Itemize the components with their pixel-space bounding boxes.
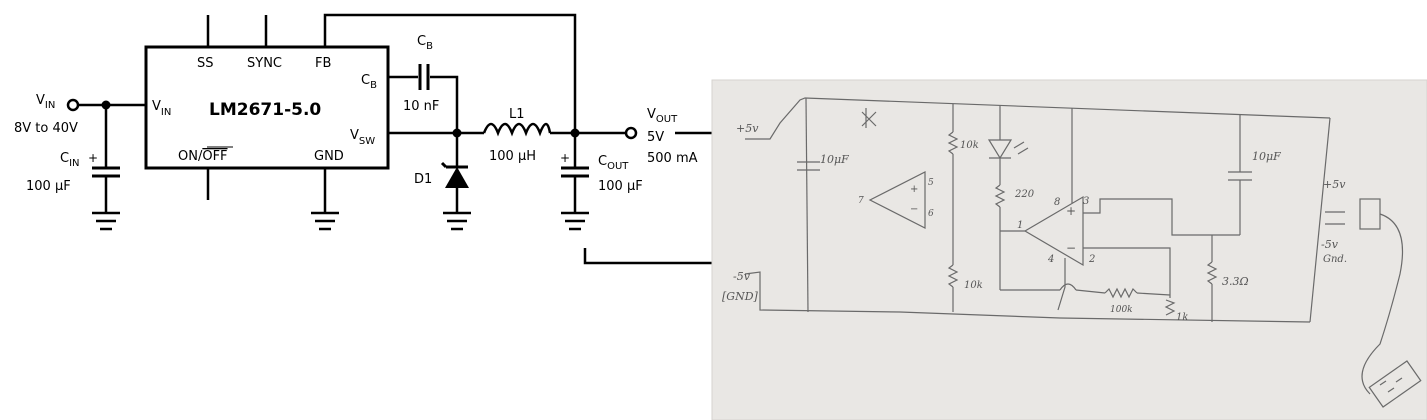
gnd-left-label: [GND]	[722, 290, 759, 303]
opamp-plus-label: +	[1066, 204, 1076, 218]
res-bottom-label: 10k	[964, 280, 983, 291]
pin-gnd-label: GND	[314, 149, 344, 164]
d1-diode	[445, 167, 469, 188]
res-led	[994, 184, 1006, 208]
feedback-right-wire	[1136, 292, 1171, 296]
pot-label: 1k	[1176, 312, 1188, 323]
res-load	[1206, 261, 1218, 285]
minus5-right-label: -5v	[1321, 238, 1339, 251]
cout-label: COUT	[598, 154, 629, 172]
crossed-out-mark	[861, 108, 877, 128]
vout-voltage: 5V	[647, 130, 664, 145]
cable-sketch	[1361, 213, 1404, 395]
chip-ground-symbol	[311, 211, 339, 231]
led-arrows	[1013, 141, 1029, 155]
pin4-label: 4	[1047, 254, 1054, 265]
small-pin5-label: 5	[928, 178, 934, 188]
d1-ground-symbol	[443, 211, 471, 231]
pin-ss-label: SS	[197, 56, 214, 71]
pin3-label: 3	[1083, 196, 1089, 207]
minus5-left-label: -5v	[733, 270, 751, 283]
pin-vsw-label: VSW	[350, 128, 375, 147]
cb-label: CB	[417, 34, 433, 52]
vin-range: 8V to 40V	[14, 121, 78, 136]
top-rail	[745, 97, 1331, 140]
pin-vin-label: VIN	[152, 99, 171, 118]
l1-label: L1	[509, 107, 525, 122]
cin-polarity: +	[88, 151, 98, 165]
pin-sync-label: SYNC	[247, 56, 282, 71]
cb-value: 10 nF	[403, 99, 439, 114]
noninv-input-wire	[1083, 198, 1240, 236]
d1-label: D1	[414, 172, 432, 187]
left-vertical-rail	[805, 97, 809, 313]
vin-label: VIN	[36, 93, 55, 111]
cin-ground-symbol	[92, 211, 120, 231]
opamp-minus-label: −	[1066, 241, 1076, 255]
cap1-label: 10μF	[820, 153, 849, 166]
res-top-label: 10k	[960, 140, 979, 151]
res-feedback-label: 100k	[1110, 305, 1133, 315]
led-diode	[987, 139, 1013, 160]
cin-label: CIN	[60, 151, 80, 169]
pin-cb-label: CB	[361, 73, 377, 91]
wire-hop	[1059, 283, 1077, 291]
small-pin7-label: 7	[858, 196, 864, 206]
small-opamp-plus: +	[910, 184, 918, 195]
res-led-label: 220	[1014, 189, 1035, 200]
small-opamp	[868, 171, 926, 229]
pin-fb-label: FB	[315, 56, 331, 71]
buck-converter-schematic: LM2671-5.0 SS SYNC FB CB VIN ON/OFF GND …	[14, 13, 698, 231]
inv-input-wire	[1083, 247, 1171, 298]
main-opamp	[1023, 195, 1084, 267]
d1-cathode-bar	[440, 161, 468, 169]
vout-current: 500 mA	[647, 151, 698, 166]
res-top	[947, 131, 959, 155]
vout-label: VOUT	[647, 107, 678, 125]
gnd-right-label: Gnd.	[1323, 254, 1347, 265]
pin1-label: 1	[1017, 220, 1023, 231]
paper-photo	[712, 80, 1427, 420]
chip-name: LM2671-5.0	[209, 100, 321, 120]
feedback-mid-wire	[1075, 289, 1106, 294]
bottom-rail	[744, 271, 1311, 323]
cb-wire-right	[430, 75, 459, 133]
cap2-label: 10μF	[1252, 150, 1281, 163]
small-pin6-label: 6	[928, 209, 934, 219]
cin-value: 100 μF	[26, 179, 71, 194]
res-bottom	[947, 264, 959, 288]
pin2-label: 2	[1088, 254, 1095, 265]
feedback-wire	[323, 13, 577, 133]
plus5-left-label: +5v	[736, 122, 759, 135]
pin-onoff-label: ON/OFF	[178, 149, 228, 164]
phone-sketch	[1368, 360, 1422, 408]
cout-polarity: +	[560, 151, 570, 165]
paper-edge	[711, 79, 1427, 420]
res-feedback	[1104, 287, 1138, 299]
plus5-right-label: +5v	[1323, 178, 1346, 191]
l1-value: 100 μH	[489, 149, 536, 164]
pin8-label: 8	[1054, 197, 1060, 208]
res-load-label: 3.3Ω	[1222, 275, 1249, 288]
inductor-l1	[482, 122, 552, 137]
pot-resistor	[1164, 299, 1176, 316]
hand-drawn-schematic-photo: +5v -5v [GND] 10μF + − 5 6 7 10k 10k 220	[711, 79, 1427, 420]
right-vertical-rail	[1309, 117, 1331, 323]
vin-terminal	[66, 98, 80, 112]
pin4-wire	[1057, 258, 1066, 311]
cout-ground-symbol	[561, 211, 589, 231]
connector-gnd-to-photo	[583, 248, 712, 265]
vout-terminal	[624, 126, 638, 140]
cout-value: 100 μF	[598, 179, 643, 194]
small-opamp-minus: −	[910, 204, 918, 215]
